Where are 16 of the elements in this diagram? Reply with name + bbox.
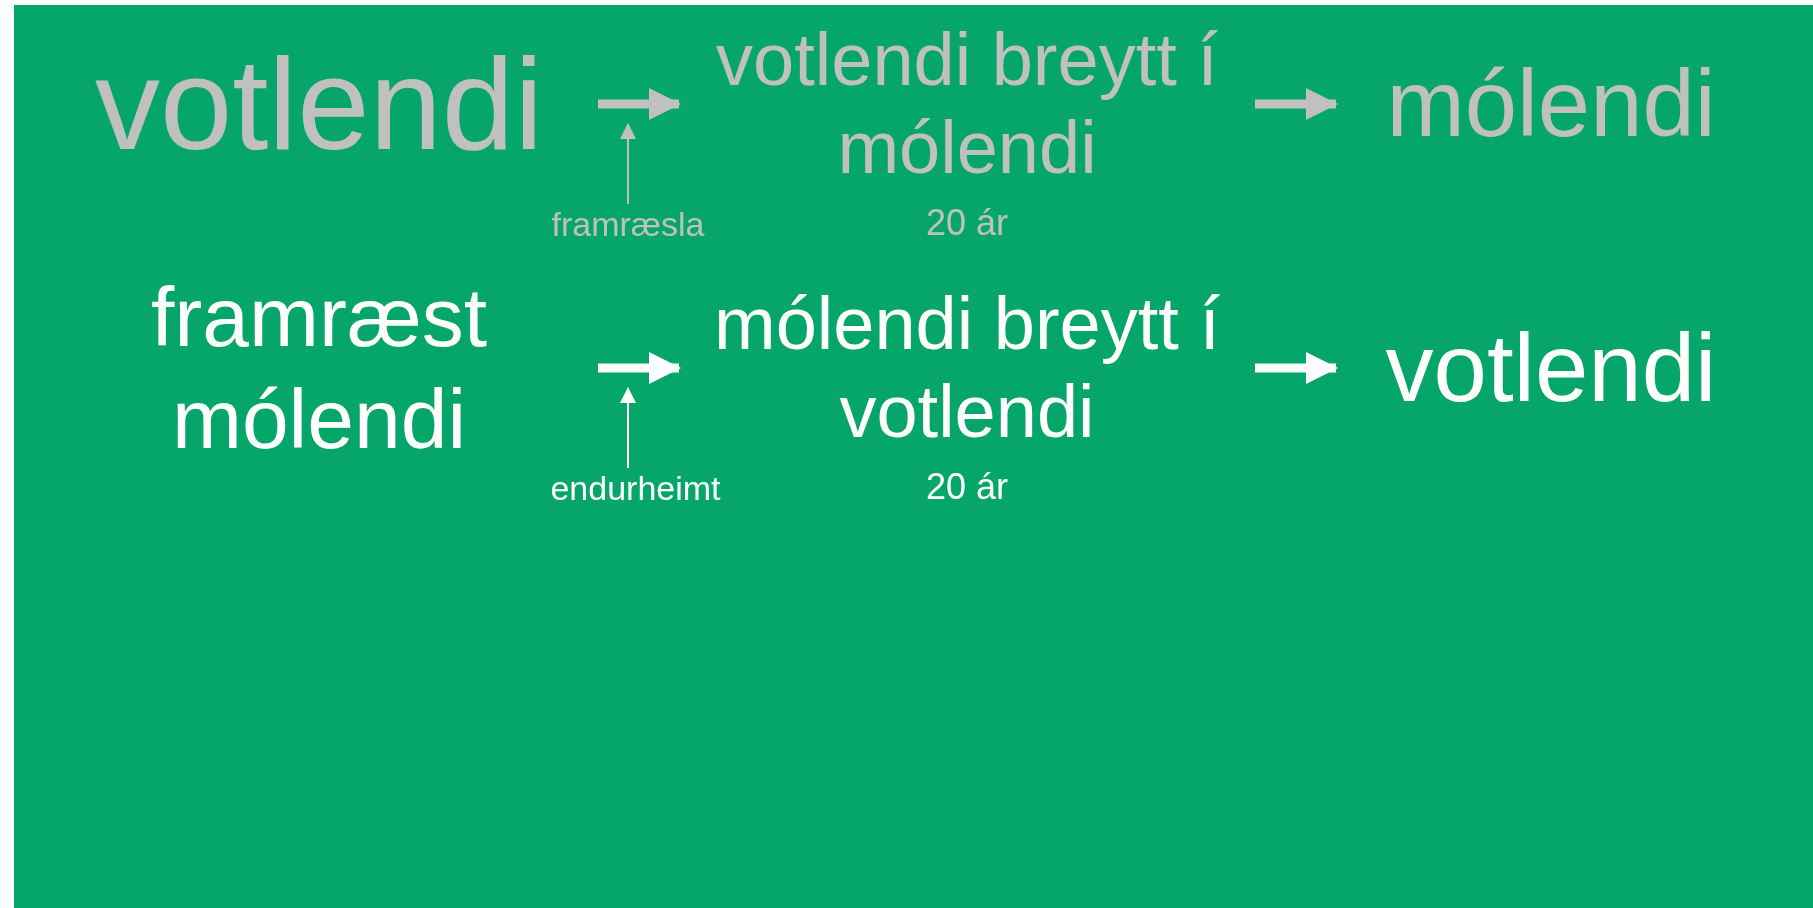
arrow: [598, 88, 681, 120]
duration-label: 20 ár: [924, 467, 1010, 507]
step-label: mólendi breytt í votlendi: [679, 293, 1255, 443]
step-label: votlendi breytt í mólendi: [679, 29, 1255, 179]
step-label: framræsla: [543, 204, 713, 244]
step-label: endurheimt: [543, 468, 728, 508]
step-label: votlendi: [1336, 308, 1766, 428]
step-label: mólendi: [1336, 44, 1766, 164]
arrow: [1255, 88, 1338, 120]
duration-label: 20 ár: [924, 203, 1010, 243]
step-label: framræst mólendi: [40, 268, 598, 468]
step-label: votlendi: [40, 44, 598, 164]
arrow: [598, 352, 681, 384]
arrow: [620, 387, 636, 469]
arrow: [620, 123, 636, 205]
arrow: [1255, 352, 1338, 384]
